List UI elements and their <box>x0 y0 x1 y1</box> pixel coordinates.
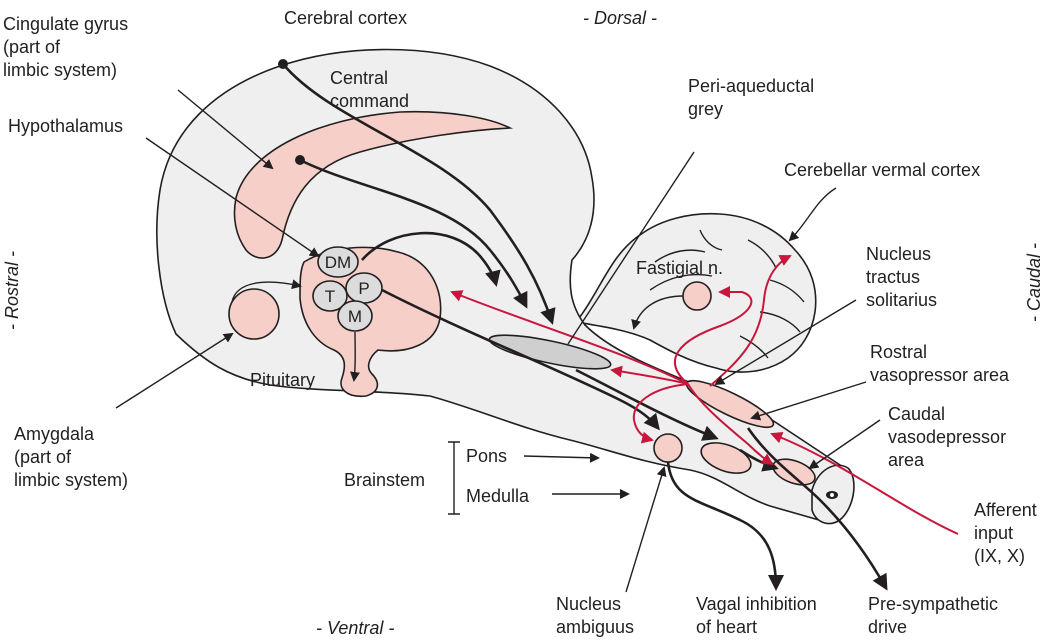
presym-label-1: Pre-sympathetic <box>868 594 998 614</box>
afferent-label-3: (IX, X) <box>974 546 1025 566</box>
amygdala-label-3: limbic system) <box>14 470 128 490</box>
amygdala-region <box>229 289 279 339</box>
cerebellar-label: Cerebellar vermal cortex <box>784 160 980 180</box>
nucleus-ambiguus-label-2: ambiguus <box>556 617 634 637</box>
central-command-label-1: Central <box>330 68 388 88</box>
cvla-label-2: vasodepressor <box>888 427 1006 447</box>
amygdala-leader <box>116 334 232 408</box>
m-label: M <box>348 307 362 326</box>
rvla-label-1: Rostral <box>870 342 927 362</box>
nts-label-2: tractus <box>866 267 920 287</box>
pons-label: Pons <box>466 446 507 466</box>
rvla-leader <box>752 382 866 418</box>
vagal-label-1: Vagal inhibition <box>696 594 817 614</box>
ventral-label: - Ventral - <box>316 618 394 638</box>
rostral-label: - Rostral - <box>2 251 22 330</box>
nts-label-3: solitarius <box>866 290 937 310</box>
na-leader <box>626 468 664 592</box>
cvla-label-1: Caudal <box>888 404 945 424</box>
afferent-label-1: Afferent <box>974 500 1037 520</box>
p-label: P <box>358 279 369 298</box>
fastigial-label: Fastigial n. <box>636 258 723 278</box>
medulla-label: Medulla <box>466 486 530 506</box>
brainstem-bracket <box>448 442 460 514</box>
cvla-leader <box>810 420 880 468</box>
nucleus-ambiguus-label-1: Nucleus <box>556 594 621 614</box>
presym-label-2: drive <box>868 617 907 637</box>
pag-label-1: Peri-aqueductal <box>688 76 814 96</box>
vagal-label-2: of heart <box>696 617 757 637</box>
cvla-label-3: area <box>888 450 925 470</box>
pons-leader <box>524 456 598 458</box>
cingulate-label-1: Cingulate gyrus <box>3 14 128 34</box>
dorsal-label: - Dorsal - <box>583 8 657 28</box>
central-command-label-2: command <box>330 91 409 111</box>
cingulate-label-2: (part of <box>3 37 61 57</box>
cerebral-cortex-label: Cerebral cortex <box>284 8 407 28</box>
pituitary-label: Pituitary <box>250 370 315 390</box>
t-label: T <box>325 287 335 306</box>
cingulate-label-3: limbic system) <box>3 60 117 80</box>
amygdala-label-2: (part of <box>14 447 72 467</box>
fastigial-nucleus <box>683 282 711 310</box>
caudal-label: - Caudal - <box>1024 243 1044 322</box>
cerebellar-leader <box>790 188 836 240</box>
nucleus-ambiguus-region <box>654 434 682 462</box>
dm-label: DM <box>325 253 351 272</box>
nts-label-1: Nucleus <box>866 244 931 264</box>
brainstem-label: Brainstem <box>344 470 425 490</box>
pag-label-2: grey <box>688 99 723 119</box>
rvla-label-2: vasopressor area <box>870 365 1010 385</box>
central-canal-dot <box>830 493 834 497</box>
amygdala-label-1: Amygdala <box>14 424 95 444</box>
afferent-label-2: input <box>974 523 1013 543</box>
hypothalamus-label: Hypothalamus <box>8 116 123 136</box>
